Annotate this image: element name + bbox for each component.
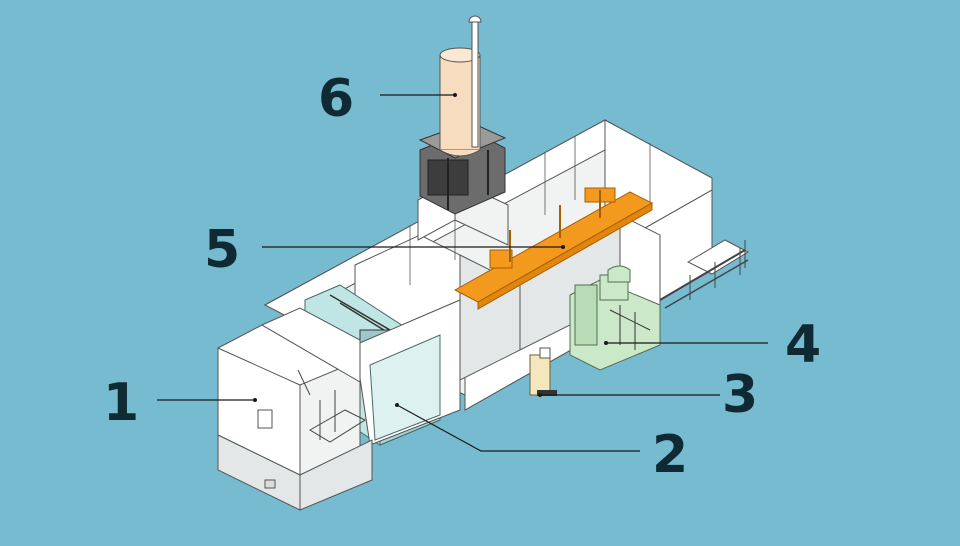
front-building	[217, 307, 373, 511]
label-1: 1	[103, 373, 139, 433]
silo-top	[439, 47, 481, 63]
label-6: 6	[318, 69, 354, 129]
label-2: 2	[652, 425, 688, 485]
conveyor	[659, 239, 750, 309]
processing-unit	[569, 265, 661, 371]
label-4: 4	[785, 315, 821, 375]
label-5: 5	[204, 220, 240, 280]
label-3: 3	[722, 365, 758, 425]
leader-2	[396, 404, 640, 452]
